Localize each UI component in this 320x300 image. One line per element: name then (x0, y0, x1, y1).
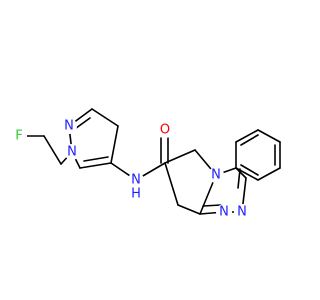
bond (83, 156, 109, 162)
molecule-diagram: F N N N H O N N N (11, 108, 281, 220)
bond (177, 204, 201, 215)
bonds (18, 108, 281, 215)
bond (164, 162, 179, 206)
bond (235, 129, 259, 143)
bond (257, 129, 281, 143)
bond (237, 168, 241, 189)
pyrazole-n1-atom: N (67, 145, 77, 160)
triazole-n5-atom: N (237, 205, 247, 220)
atom-labels: F N N N H O N N N (11, 118, 250, 220)
triazole-n4-atom: N (211, 168, 221, 183)
label-mask (128, 172, 144, 188)
carbonyl-oxygen-atom: O (160, 123, 170, 138)
bond (240, 134, 259, 146)
pyrazole-n2-atom: N (64, 119, 74, 134)
label-mask (11, 128, 27, 144)
amide-hydrogen-atom: H (131, 187, 141, 202)
bond (110, 125, 119, 164)
label-mask (208, 167, 224, 183)
bond (240, 164, 259, 176)
bond (79, 162, 112, 169)
label-mask (61, 118, 77, 134)
label-mask (216, 204, 232, 220)
amide-nitrogen-atom: N (131, 173, 141, 188)
bond (235, 167, 259, 181)
label-mask (234, 204, 250, 220)
structure-drawing: F N N N H O N N N (11, 108, 281, 220)
fluorine-atom: F (15, 129, 22, 144)
bond (91, 108, 119, 127)
bond (43, 135, 62, 165)
label-mask (157, 122, 173, 138)
label-mask (64, 144, 80, 160)
bond (257, 167, 281, 181)
bond (202, 204, 222, 207)
triazole-n6-atom: N (219, 205, 229, 220)
bond (164, 149, 196, 164)
